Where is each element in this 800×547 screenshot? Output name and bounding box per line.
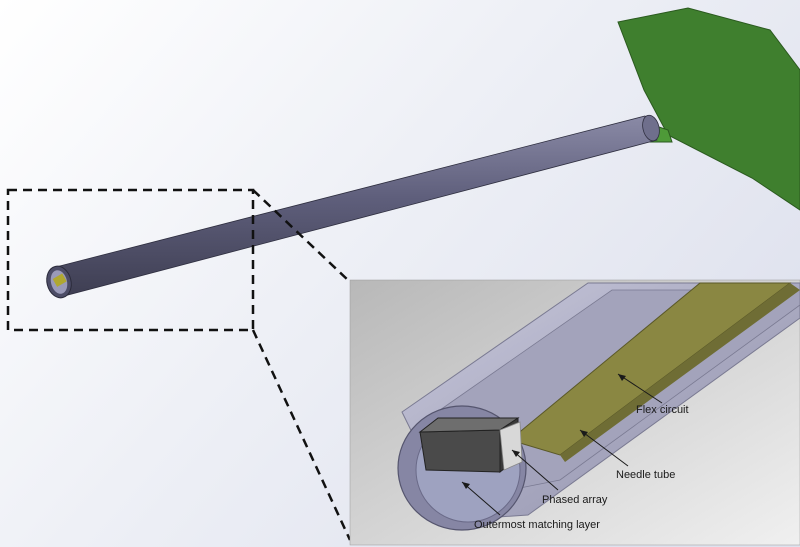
inset-zoom-view	[349, 279, 800, 546]
label-phased-array: Phased array	[542, 494, 608, 506]
label-outermost-matching-layer: Outermost matching layer	[474, 519, 600, 531]
zoom-selection-box	[6, 188, 255, 332]
inset-phased-array	[419, 429, 501, 473]
needle-tip-array	[52, 273, 67, 287]
label-flex-circuit: Flex circuit	[636, 404, 689, 416]
flex-circuit-green	[617, 7, 800, 211]
zoom-line-bottom	[251, 329, 352, 541]
needle-tube	[46, 114, 660, 299]
zoom-line-top	[252, 189, 351, 283]
label-needle-tube: Needle tube	[616, 469, 675, 481]
